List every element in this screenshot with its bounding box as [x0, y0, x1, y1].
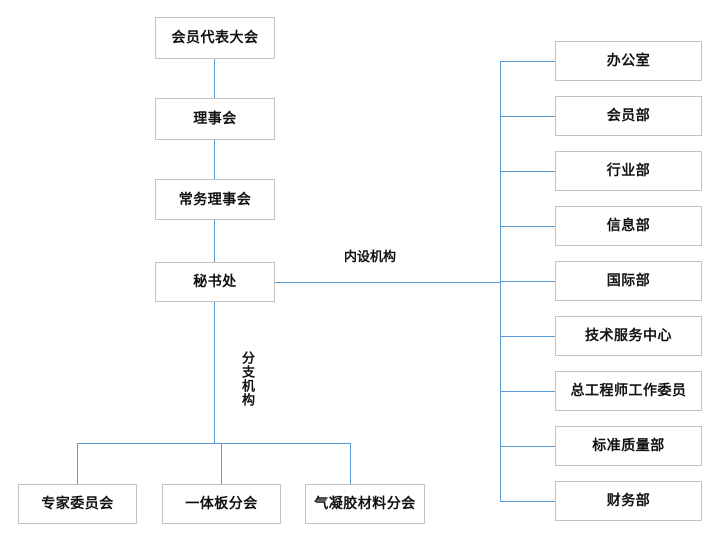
node-standard-quality[interactable]: 标准质量部 — [555, 426, 702, 466]
node-office-label: 办公室 — [606, 52, 651, 69]
connector-drop-expert-committee — [77, 443, 78, 484]
connector-stub-chief-engineer-committee — [500, 391, 555, 392]
node-expert-committee[interactable]: 专家委员会 — [18, 484, 137, 524]
connector-secretariat-to-internal-trunk — [275, 282, 501, 283]
connector-standing-council-to-secretariat — [214, 220, 215, 262]
node-membership[interactable]: 会员部 — [555, 96, 702, 136]
connector-stub-membership — [500, 116, 555, 117]
node-aerogel-material-branch[interactable]: 气凝胶材料分会 — [305, 484, 425, 524]
node-office[interactable]: 办公室 — [555, 41, 702, 81]
node-integrated-board-branch-label: 一体板分会 — [185, 495, 258, 512]
connector-stub-industry — [500, 171, 555, 172]
node-standing-council-label: 常务理事会 — [178, 190, 252, 207]
node-chief-engineer-committee[interactable]: 总工程师工作委员 — [555, 371, 702, 411]
node-aerogel-material-branch-label: 气凝胶材料分会 — [314, 495, 416, 512]
node-information-label: 信息部 — [606, 217, 651, 234]
connector-stub-information — [500, 226, 555, 227]
connector-drop-aerogel-material-branch — [350, 443, 351, 484]
node-finance-label: 财务部 — [606, 492, 651, 509]
group-label-branch: 分支机构 — [240, 351, 255, 407]
connector-drop-integrated-board-branch — [221, 443, 222, 484]
connector-stub-international — [500, 281, 555, 282]
node-secretariat[interactable]: 秘书处 — [155, 262, 275, 302]
connector-stub-office — [500, 61, 555, 62]
node-chief-engineer-committee-label: 总工程师工作委员 — [570, 382, 687, 399]
node-secretariat-label: 秘书处 — [193, 273, 237, 290]
node-council[interactable]: 理事会 — [155, 98, 275, 140]
node-tech-service-center-label: 技术服务中心 — [585, 327, 672, 344]
node-membership-label: 会员部 — [606, 107, 651, 124]
node-council-label: 理事会 — [193, 110, 237, 127]
connector-secretariat-to-branch-bar — [214, 302, 215, 443]
connector-branch-bar — [77, 443, 351, 444]
node-international-label: 国际部 — [606, 272, 651, 289]
connector-assembly-to-council — [214, 59, 215, 98]
connector-council-to-standing-council — [214, 140, 215, 179]
node-assembly[interactable]: 会员代表大会 — [155, 17, 275, 59]
node-standing-council[interactable]: 常务理事会 — [155, 179, 275, 220]
node-tech-service-center[interactable]: 技术服务中心 — [555, 316, 702, 356]
node-integrated-board-branch[interactable]: 一体板分会 — [162, 484, 281, 524]
node-assembly-label: 会员代表大会 — [171, 29, 259, 46]
node-expert-committee-label: 专家委员会 — [41, 495, 114, 512]
group-label-internal: 内设机构 — [344, 249, 397, 264]
node-standard-quality-label: 标准质量部 — [592, 437, 665, 454]
connector-stub-finance — [500, 501, 555, 502]
node-industry[interactable]: 行业部 — [555, 151, 702, 191]
node-international[interactable]: 国际部 — [555, 261, 702, 301]
node-industry-label: 行业部 — [606, 162, 651, 179]
node-finance[interactable]: 财务部 — [555, 481, 702, 521]
connector-stub-standard-quality — [500, 446, 555, 447]
connector-stub-tech-service-center — [500, 336, 555, 337]
node-information[interactable]: 信息部 — [555, 206, 702, 246]
